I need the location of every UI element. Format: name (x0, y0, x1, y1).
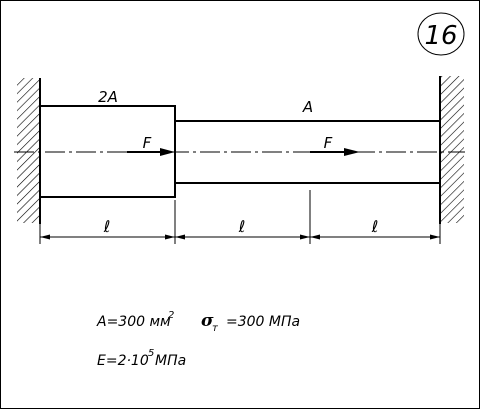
problem-number: 16 (424, 21, 457, 51)
sigma-subscript: т (212, 323, 219, 334)
force-arrow-left (127, 148, 175, 156)
problem-number-circle (417, 12, 465, 56)
sigma-symbol: σ (201, 311, 214, 331)
right-wall-hatch (441, 76, 464, 223)
modulus-unit: МПа (155, 353, 186, 369)
given-area: A=300 мм 2 (96, 310, 174, 330)
area-value: A=300 мм (96, 314, 171, 330)
right-area-label: A (302, 98, 313, 116)
sigma-value: =300 МПа (226, 314, 300, 330)
length-label-1: ℓ (103, 217, 111, 236)
left-area-label: 2A (98, 88, 118, 106)
dimension-lines (39, 190, 441, 244)
force-right-label: F (324, 134, 333, 152)
area-exponent: 2 (168, 310, 174, 321)
length-label-2: ℓ (238, 217, 246, 236)
modulus-value: E=2·10 (97, 353, 149, 369)
length-label-3: ℓ (371, 217, 379, 236)
modulus-exponent: 5 (148, 348, 154, 359)
force-left-label: F (143, 134, 152, 152)
left-wall-hatch (17, 78, 40, 223)
given-yield-stress: σ т =300 МПа (201, 311, 300, 334)
force-arrow-right (310, 148, 360, 156)
given-modulus: E=2·10 5 МПа (97, 348, 186, 369)
